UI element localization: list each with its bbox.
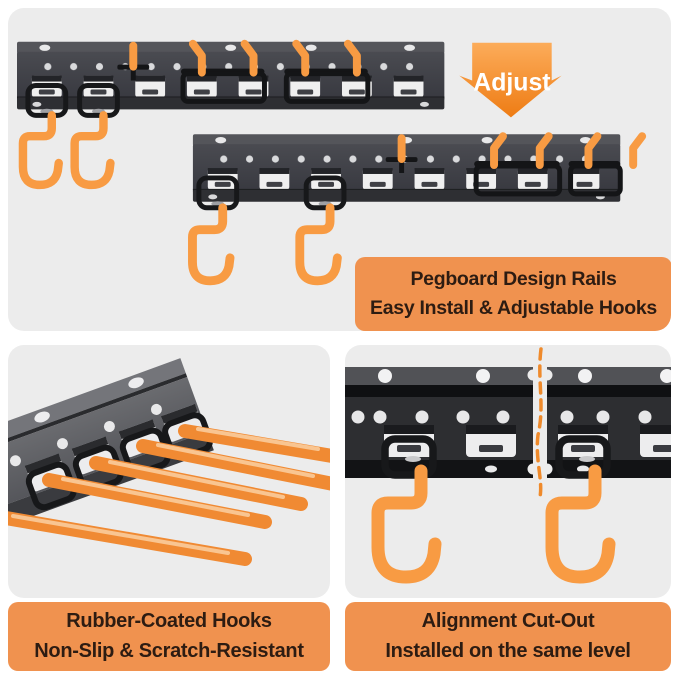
double-hook-holder bbox=[283, 44, 371, 104]
orange-j-hook bbox=[23, 115, 59, 185]
t-peg-hook bbox=[385, 138, 418, 173]
hero-caption-line2: Easy Install & Adjustable Hooks bbox=[370, 297, 657, 319]
hero-caption: Pegboard Design Rails Easy Install & Adj… bbox=[355, 257, 671, 331]
feature-caption-alignment: Alignment Cut-Out Installed on the same … bbox=[345, 602, 671, 671]
feature-caption-line2: Installed on the same level bbox=[385, 639, 631, 662]
rail-bottom bbox=[192, 134, 642, 281]
double-hook-holder bbox=[180, 44, 267, 104]
rubber-hooks-illustration bbox=[8, 358, 330, 566]
alignment-notch bbox=[541, 463, 553, 475]
feature-caption-line1: Rubber-Coated Hooks bbox=[66, 610, 272, 633]
wire-clip bbox=[381, 435, 437, 479]
orange-j-hook bbox=[192, 208, 230, 281]
wire-clip bbox=[555, 435, 611, 479]
rail-segment-right bbox=[541, 367, 671, 479]
orange-j-hook bbox=[378, 471, 435, 577]
orange-j-hook bbox=[300, 208, 338, 281]
double-hook-holder bbox=[568, 136, 643, 197]
feature-caption-rubber-hooks: Rubber-Coated Hooks Non-Slip & Scratch-R… bbox=[8, 602, 330, 671]
t-peg-hook bbox=[117, 46, 150, 81]
alignment-illustration bbox=[345, 347, 671, 598]
rail-top bbox=[17, 42, 444, 185]
rubber-hooks-photo-panel bbox=[8, 345, 330, 598]
alignment-notch bbox=[541, 369, 553, 381]
alignment-dashed-line bbox=[535, 347, 543, 499]
double-hook-holder bbox=[473, 136, 563, 197]
rail-closeup bbox=[8, 358, 214, 536]
alignment-notch bbox=[527, 369, 539, 381]
feature-caption-line1: Alignment Cut-Out bbox=[421, 610, 595, 633]
alignment-notch bbox=[527, 463, 539, 475]
hero-photo-panel: Adjust Pegboard Design Rails Easy Instal… bbox=[8, 8, 671, 331]
alignment-photo-panel bbox=[345, 345, 671, 598]
adjust-arrow-label: Adjust bbox=[473, 69, 550, 96]
hero-illustration: Adjust bbox=[8, 8, 671, 331]
hero-caption-line1: Pegboard Design Rails bbox=[410, 268, 617, 291]
rail-segment-left bbox=[345, 367, 539, 479]
orange-j-hook bbox=[75, 115, 111, 185]
rubber-coated-prongs bbox=[8, 424, 330, 566]
feature-caption-line2: Non-Slip & Scratch-Resistant bbox=[34, 639, 304, 662]
adjust-arrow: Adjust bbox=[459, 42, 562, 118]
prong-highlights bbox=[11, 427, 320, 555]
orange-j-hook bbox=[552, 471, 609, 577]
